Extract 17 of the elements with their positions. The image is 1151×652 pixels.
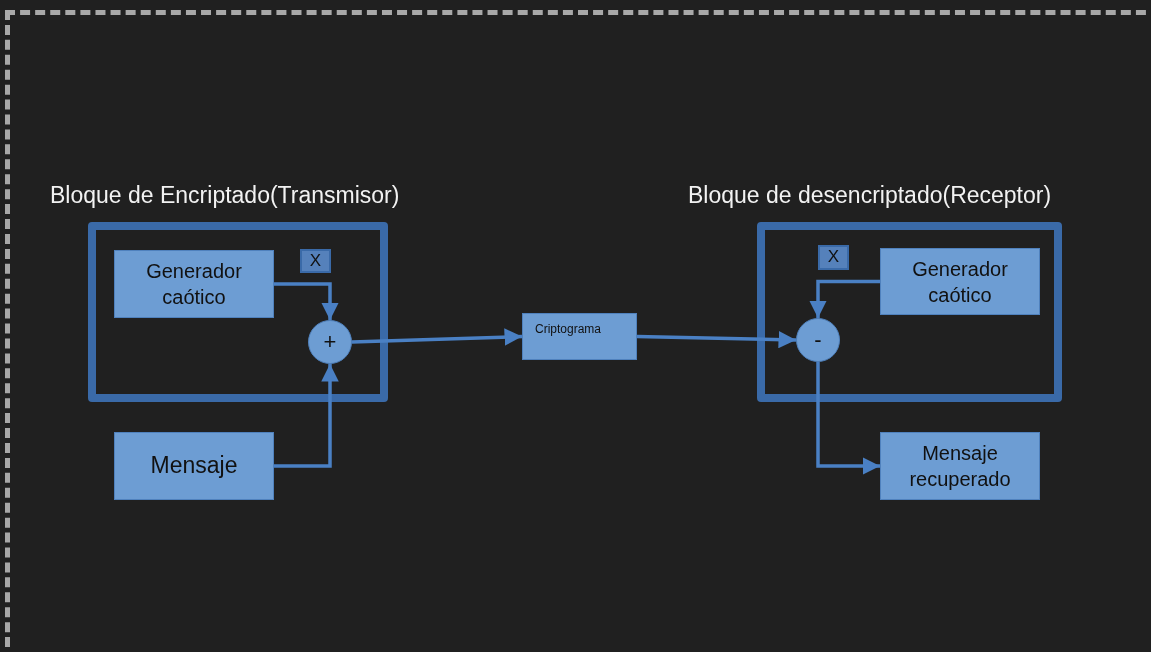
arrow — [816, 362, 880, 475]
block-heading: Bloque de desencriptado(Receptor) — [688, 182, 1052, 209]
process-box: Generador caótico — [880, 248, 1040, 315]
multiplier-tag: X — [300, 249, 331, 273]
block-heading: Bloque de Encriptado(Transmisor) — [50, 182, 400, 209]
multiplier-tag: X — [818, 245, 849, 270]
process-box: Criptograma — [522, 313, 637, 360]
arrow — [636, 330, 797, 349]
arrow — [809, 279, 880, 318]
process-box: Mensaje — [114, 432, 274, 500]
arrow — [351, 328, 523, 346]
arrow — [274, 364, 339, 468]
operator-circle: - — [796, 318, 840, 362]
operator-circle: + — [308, 320, 352, 364]
process-box: Generador caótico — [114, 250, 274, 318]
arrow — [274, 282, 339, 320]
process-box: Mensaje recuperado — [880, 432, 1040, 500]
